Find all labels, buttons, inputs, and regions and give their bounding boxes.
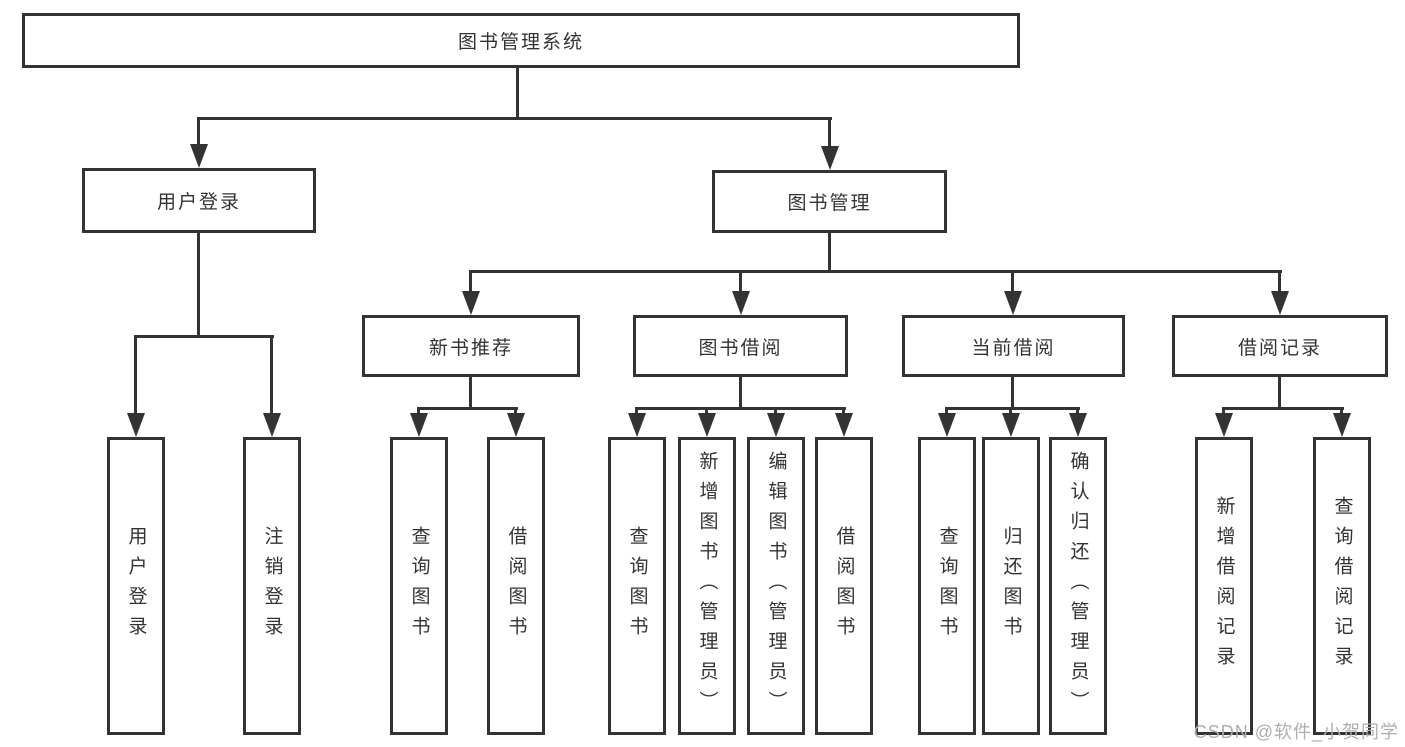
connector-line (417, 407, 420, 417)
node-label: 用户登录 (156, 192, 241, 213)
connector-line (774, 407, 777, 417)
connector-line (134, 335, 137, 415)
arrow-down-icon (767, 413, 785, 437)
leaf-label: 查询图书 (626, 526, 648, 646)
node-user-login: 用户登录 (82, 168, 316, 233)
connector-line (417, 407, 518, 410)
connector-line (945, 407, 1080, 410)
arrow-down-icon (462, 291, 480, 315)
connector-line (197, 117, 832, 120)
leaf-label: 借阅图书 (833, 526, 855, 646)
leaf-add-books-admin: 新增图书（管理员） (678, 437, 736, 735)
arrow-down-icon (1215, 413, 1233, 437)
connector-line (739, 270, 742, 294)
arrow-down-icon (1333, 413, 1351, 437)
leaf-borrow-books-recommend: 借阅图书 (487, 437, 545, 735)
connector-line (469, 270, 472, 294)
node-label: 图书借阅 (698, 337, 783, 359)
connector-line (134, 335, 274, 338)
arrow-down-icon (507, 413, 525, 437)
connector-line (270, 335, 273, 415)
connector-line (469, 270, 1282, 273)
leaf-user-login: 用户登录 (107, 437, 165, 735)
connector-line (1340, 407, 1343, 417)
connector-line (635, 407, 846, 410)
leaf-confirm-return-admin: 确认归还（管理员） (1049, 437, 1107, 735)
leaf-return-books: 归还图书 (982, 437, 1040, 735)
connector-line (842, 407, 845, 417)
node-label: 图书管理 (787, 193, 872, 214)
arrow-down-icon (1004, 291, 1022, 315)
node-label: 当前借阅 (971, 337, 1056, 359)
connector-line (705, 407, 708, 417)
connector-line (828, 117, 831, 149)
connector-line (1278, 377, 1281, 410)
arrow-down-icon (127, 413, 145, 437)
connector-line (1222, 407, 1344, 410)
connector-line (828, 233, 831, 273)
leaf-label: 归还图书 (1000, 526, 1022, 646)
connector-line (1222, 407, 1225, 417)
leaf-query-books-current: 查询图书 (918, 437, 976, 735)
node-book-borrowing: 图书借阅 (633, 315, 848, 377)
connector-line (1076, 407, 1079, 417)
leaf-edit-books-admin: 编辑图书（管理员） (747, 437, 805, 735)
connector-line (1011, 377, 1014, 410)
arrow-down-icon (732, 291, 750, 315)
leaf-label: 新增图书（管理员） (696, 451, 718, 721)
connector-line (739, 377, 742, 410)
leaf-label: 查询借阅记录 (1331, 496, 1353, 676)
arrow-down-icon (938, 413, 956, 437)
arrow-down-icon (190, 144, 208, 168)
node-label: 图书管理系统 (457, 32, 584, 53)
arrow-down-icon (1002, 413, 1020, 437)
leaf-label: 编辑图书（管理员） (765, 451, 787, 721)
leaf-query-books-recommend: 查询图书 (390, 437, 448, 735)
connector-line (197, 117, 200, 149)
connector-line (516, 68, 519, 120)
leaf-label: 借阅图书 (505, 526, 527, 646)
leaf-add-borrow-record: 新增借阅记录 (1195, 437, 1253, 735)
connector-line (197, 233, 200, 338)
node-current-borrowing: 当前借阅 (902, 315, 1125, 377)
leaf-label: 查询图书 (408, 526, 430, 646)
leaf-query-books-borrow: 查询图书 (608, 437, 666, 735)
connector-line (945, 407, 948, 417)
node-new-book-recommendation: 新书推荐 (362, 315, 580, 377)
connector-line (635, 407, 638, 417)
node-label: 新书推荐 (428, 337, 513, 359)
arrow-down-icon (628, 413, 646, 437)
node-library-management-system: 图书管理系统 (22, 13, 1020, 68)
leaf-label: 新增借阅记录 (1213, 496, 1235, 676)
leaf-borrow-books: 借阅图书 (815, 437, 873, 735)
leaf-label: 用户登录 (125, 526, 147, 646)
connector-line (1011, 270, 1014, 294)
csdn-watermark: CSDN @软件_小贺同学 (1193, 722, 1399, 742)
connector-line (1009, 407, 1012, 417)
arrow-down-icon (1271, 291, 1289, 315)
node-book-management: 图书管理 (712, 170, 947, 233)
connector-line (1278, 270, 1281, 294)
arrow-down-icon (1069, 413, 1087, 437)
arrow-down-icon (698, 413, 716, 437)
arrow-down-icon (263, 413, 281, 437)
node-borrowing-records: 借阅记录 (1172, 315, 1388, 377)
leaf-label: 确认归还（管理员） (1067, 451, 1089, 721)
leaf-query-borrow-record: 查询借阅记录 (1313, 437, 1371, 735)
leaf-logout: 注销登录 (243, 437, 301, 735)
connector-line (469, 377, 472, 410)
leaf-label: 注销登录 (261, 526, 283, 646)
connector-line (514, 407, 517, 417)
arrow-down-icon (821, 146, 839, 170)
arrow-down-icon (835, 413, 853, 437)
leaf-label: 查询图书 (936, 526, 958, 646)
arrow-down-icon (410, 413, 428, 437)
node-label: 借阅记录 (1237, 337, 1322, 359)
